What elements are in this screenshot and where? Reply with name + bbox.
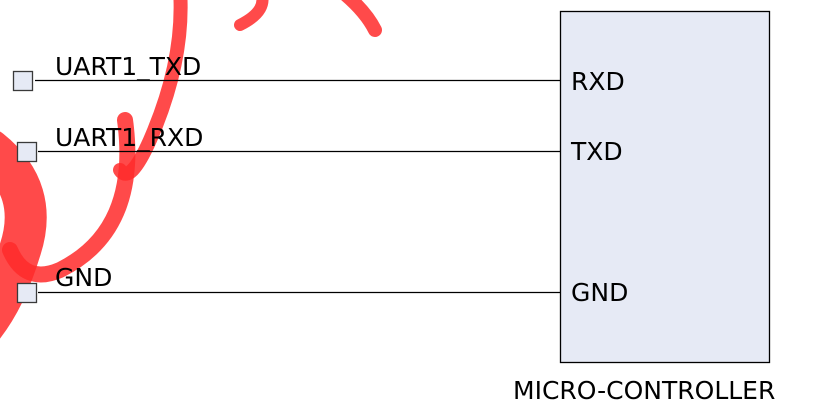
mcu-box <box>559 10 771 364</box>
watermark-stroke-5 <box>341 0 382 37</box>
signal-gnd: GND GND <box>16 263 628 307</box>
terminal-uart1-rxd <box>16 141 38 163</box>
pin-label-txd: TXD <box>570 137 623 166</box>
signal-uart1-rxd: UART1_RXD TXD <box>16 123 623 166</box>
watermark-stroke-4 <box>234 0 269 31</box>
signal-label-gnd: GND <box>55 263 112 292</box>
terminal-uart1-txd <box>12 70 34 92</box>
pin-label-rxd: RXD <box>571 67 625 96</box>
pin-label-gnd: GND <box>571 278 628 307</box>
mcu-label: MICRO-CONTROLLER <box>513 376 775 403</box>
watermark-stroke-1 <box>0 131 47 339</box>
signal-label-uart1-txd: UART1_TXD <box>55 52 201 81</box>
signal-uart1-txd: UART1_TXD RXD <box>12 52 625 96</box>
signal-label-uart1-rxd: UART1_RXD <box>55 123 203 152</box>
watermark-stroke-3 <box>113 0 188 181</box>
watermark <box>0 0 382 339</box>
terminal-gnd <box>16 282 38 304</box>
